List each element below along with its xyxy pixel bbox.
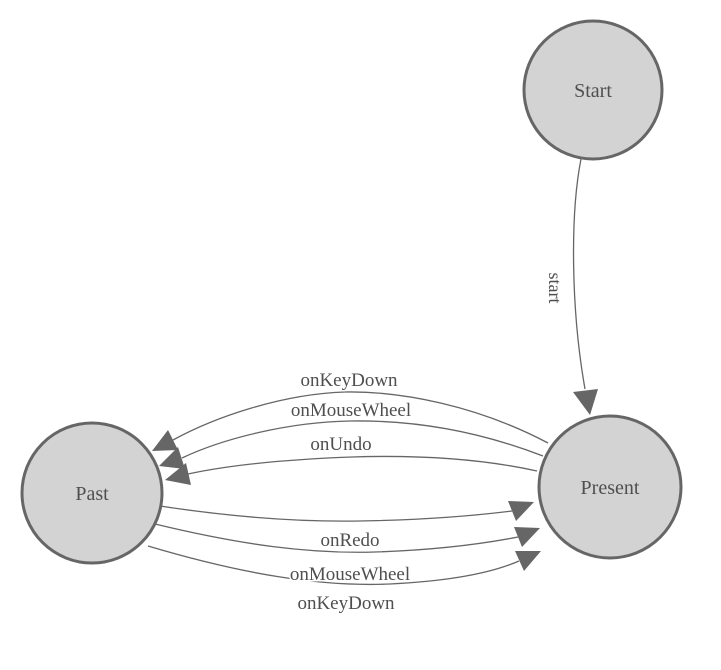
edge-label-onkeydown-bottom: onKeyDown: [297, 593, 395, 614]
arrowhead-present-to-past-onkeydown: [152, 430, 178, 451]
arrowhead-past-to-present-onkeydown: [515, 551, 541, 571]
edge-present-to-past-onmousewheel: [181, 420, 544, 459]
edge-label-start: start: [545, 273, 565, 304]
edge-past-to-present-onkeydown: [147, 545, 520, 586]
arrowhead-past-to-present-onredo: [508, 501, 534, 521]
node-start-label: Start: [574, 80, 612, 102]
edge-label-onmousewheel-top: onMouseWheel: [291, 400, 411, 421]
edge-label-onredo: onRedo: [320, 530, 379, 551]
edge-past-to-present-onredo: [159, 505, 513, 522]
edge-label-onmousewheel-bottom: onMouseWheel: [290, 564, 410, 585]
arrowhead-past-to-present-onmousewheel: [514, 527, 540, 547]
edge-label-onkeydown-top: onKeyDown: [300, 370, 398, 391]
node-past-label: Past: [75, 483, 109, 505]
node-start[interactable]: [522, 19, 664, 161]
arrowhead-start-to-present: [573, 389, 598, 415]
edge-present-to-past-onkeydown: [172, 391, 549, 444]
node-present-label: Present: [581, 477, 640, 499]
edge-label-onundo: onUndo: [310, 434, 371, 455]
edge-present-to-past-onundo: [187, 455, 538, 475]
node-past[interactable]: [20, 421, 164, 565]
node-present[interactable]: [537, 414, 683, 560]
edge-past-to-present-onmousewheel: [154, 523, 519, 553]
edge-start-to-present: [572, 158, 586, 390]
arrowhead-present-to-past-onmousewheel: [159, 447, 185, 469]
arrowhead-present-to-past-onundo: [165, 463, 191, 485]
